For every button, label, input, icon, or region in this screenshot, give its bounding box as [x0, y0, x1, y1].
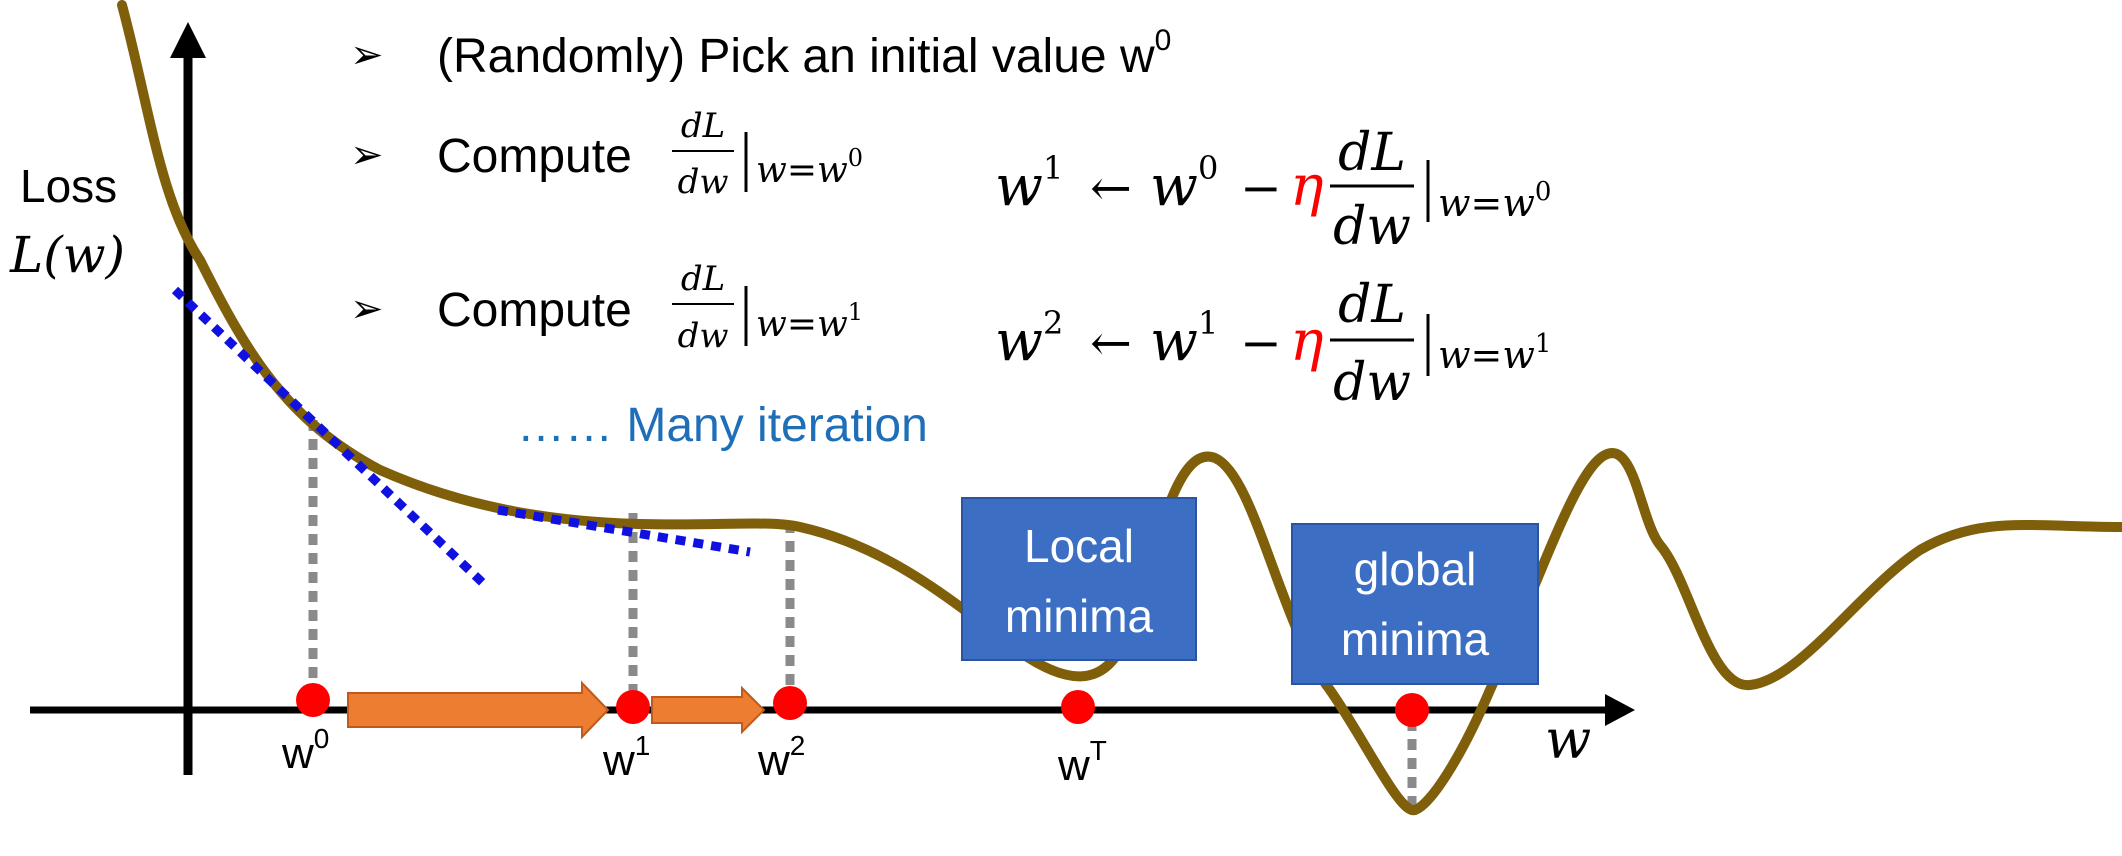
eta-1: η — [1290, 154, 1324, 219]
label-w0: w0 — [281, 723, 329, 778]
y-axis-label-func: L(w) — [9, 226, 125, 284]
svg-text:w1: w1 — [995, 149, 1063, 219]
svg-text:w=w0: w=w0 — [1438, 177, 1551, 225]
label-w1: w1 — [602, 730, 650, 785]
point-w0 — [296, 683, 330, 717]
y-axis-label-loss: Loss — [20, 160, 117, 212]
label-wT: wT — [1057, 735, 1107, 790]
svg-text:dw: dw — [1333, 353, 1411, 413]
bullet-marker-1: ➢ — [350, 33, 384, 77]
svg-text:dL: dL — [1338, 275, 1406, 335]
svg-text:←: ← — [1090, 314, 1132, 372]
step-arrow-2 — [651, 685, 766, 735]
local-minima-line1: Local — [1024, 520, 1134, 572]
loss-curve — [117, 0, 2122, 816]
bullet-2-fraction-den: dw — [678, 162, 729, 202]
tangent-at-w1 — [497, 505, 751, 557]
eta-2: η — [1290, 309, 1324, 374]
global-minima-line1: global — [1354, 543, 1477, 595]
bullet-2-condition: w=w0 — [756, 144, 863, 191]
step-arrow-1 — [347, 680, 610, 740]
svg-text:←: ← — [1090, 159, 1132, 217]
label-w2: w2 — [757, 730, 805, 785]
bullet-marker-2: ➢ — [350, 133, 384, 177]
point-global — [1395, 693, 1429, 727]
bullet-3-fraction-num: dL — [681, 259, 725, 299]
svg-text:dw: dw — [1333, 197, 1411, 257]
bullet-2-text: Compute — [437, 130, 632, 183]
global-minima-line2: minima — [1341, 613, 1490, 665]
svg-text:w=w1: w=w1 — [1438, 329, 1551, 377]
local-minima-box: Local minima — [961, 497, 1197, 661]
svg-text:w2: w2 — [995, 304, 1063, 374]
global-minima-box: global minima — [1291, 523, 1539, 685]
bullet-marker-3: ➢ — [350, 287, 384, 331]
bullet-3-text: Compute — [437, 284, 632, 337]
svg-text:dL: dL — [1338, 123, 1406, 183]
bullet-3-fraction-den: dw — [678, 316, 729, 356]
svg-text:w0: w0 — [1150, 149, 1218, 219]
update-rule-2: w2 ← w1 − η dL dw w=w1 — [995, 275, 1551, 413]
point-w1 — [616, 690, 650, 724]
x-axis-arrowhead — [1605, 694, 1635, 726]
many-iteration-note: …… Many iteration — [517, 399, 928, 452]
svg-text:−: − — [1240, 314, 1282, 372]
point-w2 — [773, 686, 807, 720]
svg-text:−: − — [1240, 159, 1282, 217]
y-axis-arrowhead — [170, 22, 206, 58]
bullet-3-condition: w=w1 — [756, 298, 863, 345]
svg-text:w1: w1 — [1150, 304, 1218, 374]
point-wT — [1061, 690, 1095, 724]
bullet-2-fraction-num: dL — [681, 106, 725, 146]
update-rule-1: w1 ← w0 − η dL dw w=w0 — [995, 123, 1551, 257]
x-axis-label: w — [1545, 708, 1591, 771]
bullet-1-text: (Randomly) Pick an initial value w0 — [437, 24, 1171, 83]
local-minima-line2: minima — [1005, 590, 1154, 642]
